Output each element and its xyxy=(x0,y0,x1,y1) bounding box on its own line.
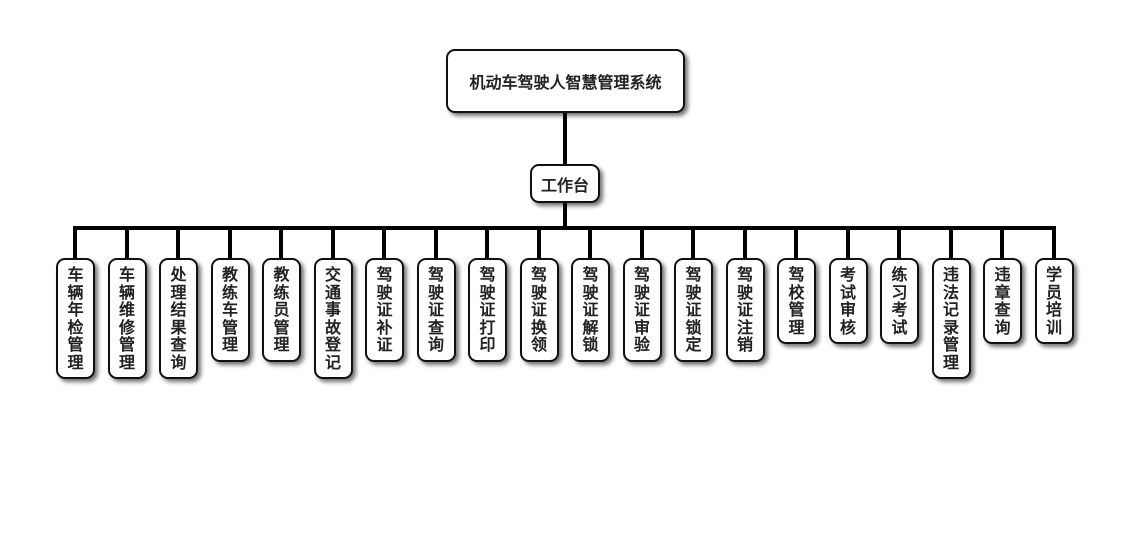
workbench-node: 工作台 xyxy=(530,164,600,203)
connector-root-middle xyxy=(563,112,567,165)
connector-leaf xyxy=(845,228,850,259)
connector-leaf xyxy=(742,228,747,259)
leaf-node-label: 练习考试 xyxy=(891,265,908,337)
connector-leaf xyxy=(536,228,541,259)
leaf-node: 驾校管理 xyxy=(777,258,816,344)
leaf-node: 驾驶证查询 xyxy=(416,258,456,362)
leaf-node-label: 驾驶证换领 xyxy=(531,265,548,354)
connector-leaf xyxy=(227,228,232,259)
leaf-node: 练习考试 xyxy=(880,258,919,344)
connector-leaf xyxy=(382,228,386,259)
leaf-node-label: 考试审核 xyxy=(840,265,857,337)
root-node: 机动车驾驶人智慧管理系统 xyxy=(446,49,685,113)
leaf-node-label: 驾驶证打印 xyxy=(479,265,496,354)
leaf-node-label: 驾驶证注销 xyxy=(737,265,754,354)
leaf-node-label: 驾校管理 xyxy=(788,265,805,337)
connector-leaf xyxy=(639,228,644,259)
leaf-node-label: 驾驶证补证 xyxy=(376,265,393,354)
leaf-node: 驾驶证解锁 xyxy=(571,258,610,362)
connector-leaf xyxy=(279,228,283,259)
leaf-node-label: 驾驶证查询 xyxy=(428,265,445,354)
leaf-node: 驾驶证换领 xyxy=(519,258,559,362)
connector-leaf xyxy=(948,228,953,259)
leaf-node-label: 教练车管理 xyxy=(222,265,239,354)
leaf-node-label: 违章查询 xyxy=(994,265,1011,337)
leaf-node-label: 驾驶证解锁 xyxy=(582,265,599,354)
leaf-node-label: 车辆年检管理 xyxy=(67,265,84,372)
leaf-node: 驾驶证补证 xyxy=(365,258,404,362)
leaf-node-label: 驾驶证锁定 xyxy=(685,265,702,354)
connector-bus xyxy=(73,226,1056,230)
connector-leaf xyxy=(433,228,438,259)
leaf-node: 考试审核 xyxy=(828,258,868,344)
leaf-node: 驾驶证注销 xyxy=(725,258,765,362)
leaf-node-label: 学员培训 xyxy=(1046,265,1063,337)
leaf-node-label: 处理结果查询 xyxy=(170,265,187,372)
connector-leaf xyxy=(124,228,129,259)
leaf-node: 驾驶证锁定 xyxy=(674,258,713,362)
leaf-node: 驾驶证打印 xyxy=(468,258,507,362)
leaf-node-label: 驾驶证审验 xyxy=(634,265,651,354)
root-node-label: 机动车驾驶人智慧管理系统 xyxy=(469,73,662,92)
connector-leaf xyxy=(1051,228,1056,259)
leaf-node: 学员培训 xyxy=(1034,258,1074,344)
leaf-node-label: 违法记录管理 xyxy=(943,265,960,372)
connector-leaf xyxy=(176,228,180,259)
leaf-node: 教练员管理 xyxy=(262,258,301,362)
connector-leaf xyxy=(897,228,901,259)
leaf-node: 违法记录管理 xyxy=(931,258,971,379)
connector-leaf xyxy=(330,228,335,259)
connector-leaf xyxy=(73,228,77,259)
leaf-node-label: 交通事故登记 xyxy=(325,265,342,372)
leaf-node: 教练车管理 xyxy=(210,258,250,362)
leaf-node: 车辆维修管理 xyxy=(107,258,147,379)
connector-middle-bus xyxy=(563,202,567,229)
leaf-node: 处理结果查询 xyxy=(159,258,198,379)
connector-leaf xyxy=(588,228,592,259)
leaf-node: 驾驶证审验 xyxy=(622,258,662,362)
leaf-node: 车辆年检管理 xyxy=(56,258,95,379)
leaf-node-label: 教练员管理 xyxy=(273,265,290,354)
workbench-node-label: 工作台 xyxy=(540,175,589,195)
leaf-node-label: 车辆维修管理 xyxy=(119,265,136,372)
connector-leaf xyxy=(794,228,798,259)
leaf-node: 违章查询 xyxy=(983,258,1022,344)
connector-leaf xyxy=(485,228,489,259)
leaf-node: 交通事故登记 xyxy=(313,258,353,379)
connector-leaf xyxy=(691,228,695,259)
connector-leaf xyxy=(1000,228,1004,259)
